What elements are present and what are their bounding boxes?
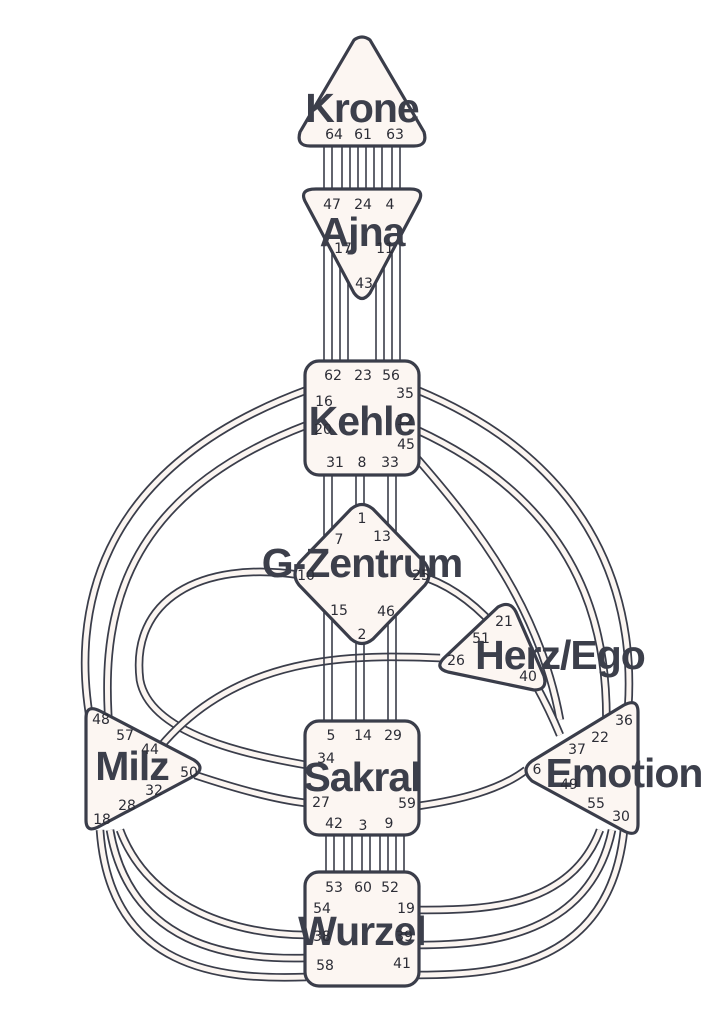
gate-label: 27 [312, 795, 330, 811]
gate-label: 63 [386, 127, 404, 143]
gate-label: 44 [141, 742, 159, 758]
gate-label: 31 [326, 455, 344, 471]
gate-label: 9 [385, 816, 394, 832]
gate-label: 43 [355, 276, 373, 292]
gate-label: 8 [358, 455, 367, 471]
centre-emotion: Emotion 36 22 37 6 49 55 30 [524, 701, 703, 835]
gate-label: 36 [615, 713, 633, 729]
gate-label: 2 [358, 627, 367, 643]
gate-label: 40 [519, 669, 537, 685]
gate-label: 15 [330, 603, 348, 619]
gate-label: 4 [386, 197, 395, 213]
centre-label: Milz [95, 743, 169, 789]
gate-label: 34 [317, 751, 335, 767]
gate-label: 51 [472, 631, 490, 647]
gate-label: 7 [335, 532, 344, 548]
gate-label: 39 [395, 929, 413, 945]
centre-label: Ajna [320, 209, 407, 255]
gate-label: 62 [324, 368, 342, 384]
gate-label: 11 [376, 241, 394, 257]
channel-spleen-root-2 [105, 829, 307, 963]
gate-label: 23 [354, 368, 372, 384]
gate-label: 17 [334, 241, 352, 257]
gate-label: 59 [398, 796, 416, 812]
gate-label: 14 [354, 728, 372, 744]
centre-krone: Krone 64 61 63 [297, 35, 427, 148]
centre-label: G-Zentrum [262, 540, 463, 586]
gate-label: 18 [93, 812, 111, 828]
gate-label: 1 [358, 511, 367, 527]
gate-label: 50 [180, 765, 198, 781]
gate-label: 22 [591, 730, 609, 746]
gate-label: 49 [560, 777, 578, 793]
gate-label: 6 [533, 762, 542, 778]
gate-label: 25 [412, 568, 430, 584]
gate-label: 57 [116, 728, 134, 744]
centre-herz-ego: Herz/Ego 21 51 26 40 [438, 602, 646, 692]
gate-label: 41 [393, 956, 411, 972]
gate-label: 58 [316, 958, 334, 974]
gate-label: 29 [384, 728, 402, 744]
gate-label: 5 [327, 728, 336, 744]
gate-label: 46 [377, 604, 395, 620]
gate-label: 16 [315, 394, 333, 410]
gate-label: 35 [396, 386, 414, 402]
gate-label: 10 [297, 568, 315, 584]
gate-label: 21 [495, 614, 513, 630]
gate-label: 30 [612, 809, 630, 825]
centre-label: Wurzel [298, 908, 426, 954]
gate-label: 32 [145, 783, 163, 799]
gate-label: 54 [313, 901, 331, 917]
centre-sakral: Sakral 5 14 29 34 27 59 42 3 9 [303, 719, 422, 837]
gate-label: 19 [397, 901, 415, 917]
gate-label: 60 [354, 880, 372, 896]
centre-wurzel: Wurzel 53 60 52 54 19 38 39 58 41 [298, 870, 427, 988]
gate-label: 26 [447, 653, 465, 669]
centre-kehle: Kehle 62 23 56 16 35 20 12 45 31 8 33 [303, 359, 421, 477]
gate-label: 48 [92, 712, 110, 728]
centre-g-zentrum: G-Zentrum 1 7 13 10 25 15 46 2 [262, 502, 463, 646]
centre-label: Krone [305, 85, 419, 131]
gate-label: 24 [354, 197, 372, 213]
gate-label: 13 [373, 529, 391, 545]
gate-label: 64 [325, 127, 343, 143]
centre-milz: Milz 48 57 44 50 32 28 18 [84, 707, 202, 831]
gate-label: 47 [323, 197, 341, 213]
gate-label: 53 [325, 880, 343, 896]
centre-ajna: Ajna 47 24 4 17 11 43 [302, 187, 423, 301]
gate-label: 52 [381, 880, 399, 896]
gate-label: 20 [314, 422, 332, 438]
channel-sacral-solar [417, 766, 529, 811]
gate-label: 33 [381, 455, 399, 471]
gate-label: 55 [587, 796, 605, 812]
gate-label: 28 [118, 798, 136, 814]
gate-label: 37 [568, 742, 586, 758]
gate-label: 56 [382, 368, 400, 384]
centre-label: Emotion [546, 750, 703, 796]
gate-label: 3 [359, 818, 368, 834]
gate-label: 61 [354, 127, 372, 143]
centre-label: Kehle [309, 398, 416, 444]
gate-label: 45 [397, 437, 415, 453]
gate-label: 42 [325, 816, 343, 832]
centre-label: Herz/Ego [475, 632, 645, 678]
gate-label: 12 [396, 413, 414, 429]
gate-label: 38 [313, 929, 331, 945]
centre-label: Sakral [303, 754, 420, 800]
